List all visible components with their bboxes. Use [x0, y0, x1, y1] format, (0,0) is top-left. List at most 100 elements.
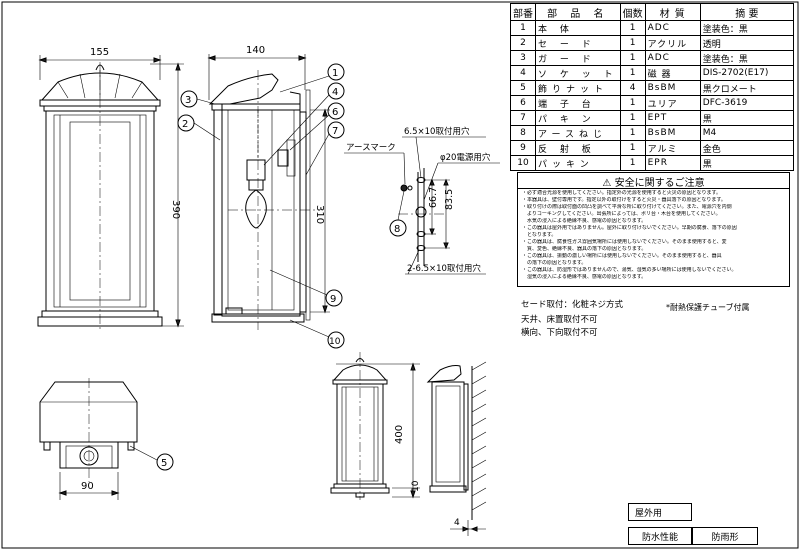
safety-item: ・この器具は、腐食性ガス雰囲気場所には使用しないでください。そのまま使用すると、…: [522, 239, 727, 245]
callout-7: 7: [305, 121, 345, 176]
quantity-cell: 1: [619, 110, 646, 126]
svg-text:5: 5: [161, 458, 167, 469]
side-view: 140 310: [207, 45, 330, 330]
safety-item: となります。: [522, 232, 557, 238]
summary-cell: 塗装色：黒: [699, 20, 795, 36]
svg-text:1: 1: [332, 68, 338, 79]
part-no-cell: 4: [510, 65, 536, 81]
dim-back-width: 90: [81, 481, 94, 492]
summary-cell: 透明: [699, 35, 795, 51]
callout-3: 3: [180, 90, 216, 108]
summary-cell: 黒: [699, 155, 795, 171]
svg-text:8: 8: [394, 224, 400, 235]
safety-items: ・必ず適合光源を使用してください。指定外の光源を使用すると火災の原因となります。…: [522, 190, 786, 281]
safety-item: ・本器具は、壁付専用です。指定以外の取付けをすると火災・器具落下の原因となります…: [522, 197, 726, 203]
back-view: 90: [39, 378, 138, 500]
svg-text:2: 2: [182, 119, 188, 130]
svg-text:4: 4: [332, 87, 338, 98]
summary-cell: M4: [699, 125, 795, 141]
part-name-cell: 飾りナット: [535, 80, 621, 96]
material-cell: ADC: [644, 50, 701, 66]
safety-item: 湿気の浸入による絶縁不良、感電の原因となります。: [522, 274, 647, 280]
callout-2: 2: [177, 114, 221, 141]
svg-text:3: 3: [185, 95, 191, 106]
quantity-cell: 1: [619, 35, 646, 51]
rating-label: 防水性能: [628, 527, 692, 545]
ceiling-note: 天井、床置取付不可: [521, 315, 598, 325]
safety-item: ・この器具は屋外用ではありません。屋外に取り付けないでください。早期の腐食、落下…: [522, 225, 737, 231]
summary-cell: 金色: [699, 140, 795, 156]
summary-cell: 塗装色：黒: [699, 50, 795, 66]
bottom-hole-label: 2-6.5×10取付用穴: [407, 263, 481, 274]
part-name-cell: 本 体: [535, 20, 621, 36]
safety-item: 質、変色、絶縁不良、器具の落下の原因となります。: [522, 246, 647, 252]
warning-icon: ⚠: [602, 178, 612, 189]
safety-item: ・取り付けの際は取付面の凹凸を調べて平滑な所に取り付けてください。また、電源穴を…: [522, 204, 732, 210]
header-part-no: 部番: [510, 3, 536, 21]
header-material: 材 質: [644, 3, 701, 21]
usage-label: 屋外用: [628, 503, 692, 521]
dim-hole-spacing-outer: 83.5: [444, 189, 455, 210]
header-part-name: 部 品 名: [535, 3, 621, 21]
power-hole-label: φ20電源用穴: [440, 152, 491, 163]
part-name-cell: 反 射 板: [535, 140, 621, 156]
ground-mark-label: アースマーク: [346, 143, 396, 153]
svg-text:6: 6: [332, 107, 338, 118]
material-cell: アルミ: [644, 140, 701, 156]
part-no-cell: 10: [510, 155, 536, 171]
front-view: 155 390: [37, 47, 184, 332]
svg-text:7: 7: [332, 126, 338, 137]
callout-9: 9: [269, 269, 343, 307]
quantity-cell: 1: [619, 125, 646, 141]
part-no-cell: 7: [510, 110, 536, 126]
dim-wall-gap: 4: [454, 518, 460, 528]
callout-5: 5: [129, 445, 174, 471]
wall-hatching: [471, 361, 487, 511]
part-no-cell: 2: [510, 35, 536, 51]
dim-side-depth: 140: [246, 45, 265, 56]
quantity-cell: 1: [619, 95, 646, 111]
material-cell: BsBM: [644, 80, 701, 96]
mount-plate-detail: 6.5×10取付用穴 アースマーク φ20電源用穴 66.7 83.5 8 2-…: [344, 126, 500, 275]
safety-notice: ⚠ 安全に関するご注意 ・必ず適合光源を使用してください。指定外の光源を使用する…: [517, 172, 790, 287]
quantity-cell: 1: [619, 155, 646, 171]
safety-item: ・この器具は、防湿形ではありませんので、湯気、湿気の多い場所には使用しないでくだ…: [522, 267, 737, 273]
part-no-cell: 9: [510, 140, 536, 156]
callout-4: 4: [263, 82, 345, 166]
shade-mount-note: セード取付：化粧ネジ方式: [521, 300, 624, 310]
safety-item: よりコーキングしてください。出張所によっては、ボリ台・木台を使用してください。: [522, 211, 721, 217]
part-name-cell: ガ ー ド: [535, 50, 621, 66]
material-cell: アクリル: [644, 35, 701, 51]
quantity-cell: 1: [619, 20, 646, 36]
dim-total-height: 400: [394, 425, 405, 444]
header-quantity: 個数: [619, 3, 646, 21]
material-cell: 磁 器: [644, 65, 701, 81]
small-front-view: 400 10: [330, 352, 421, 500]
callout-10: 10: [289, 319, 345, 349]
top-hole-label: 6.5×10取付用穴: [404, 126, 470, 137]
quantity-cell: 1: [619, 140, 646, 156]
material-cell: EPT: [644, 110, 701, 126]
dim-front-width: 155: [90, 47, 109, 58]
part-no-cell: 8: [510, 125, 536, 141]
header-summary: 摘 要: [699, 3, 795, 21]
part-no-cell: 5: [510, 80, 536, 96]
summary-cell: DFC-3619: [699, 95, 795, 111]
part-name-cell: パッキン: [535, 155, 621, 171]
material-cell: ADC: [644, 20, 701, 36]
safety-item: 水気の浸入による絶縁不良、感電の原因となります。: [522, 218, 647, 224]
dim-height: 390: [170, 200, 181, 219]
callout-1: 1: [279, 63, 345, 93]
part-name-cell: セ ー ド: [535, 35, 621, 51]
material-cell: EPR: [644, 155, 701, 171]
summary-cell: 黒クロメート: [699, 80, 795, 96]
dim-mount-height: 310: [314, 205, 325, 224]
quantity-cell: 1: [619, 50, 646, 66]
